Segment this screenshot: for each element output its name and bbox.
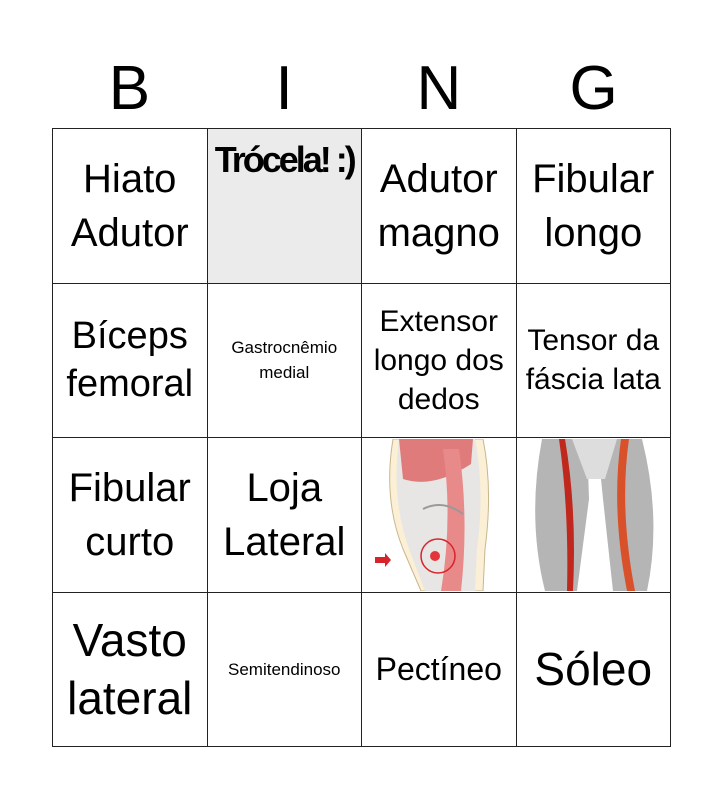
cell-text: Sóleo bbox=[534, 643, 653, 696]
cell-text: Gastrocnêmio medial bbox=[231, 338, 338, 383]
free-space-cell[interactable]: Trócela! :) bbox=[207, 129, 362, 284]
cell-text: Semitendinoso bbox=[228, 659, 341, 679]
cell-text: Fibular longo bbox=[532, 156, 655, 255]
cell-text: Hiato Adutor bbox=[70, 156, 189, 255]
bingo-cell[interactable]: Extensor longo dos dedos bbox=[362, 283, 517, 438]
bingo-cell[interactable]: Fibular curto bbox=[53, 438, 208, 593]
cell-text: Vasto lateral bbox=[67, 614, 193, 725]
bingo-cell[interactable]: Bíceps femoral bbox=[53, 283, 208, 438]
cell-text: Extensor longo dos dedos bbox=[373, 304, 504, 416]
header-letter: B bbox=[108, 54, 151, 123]
header-letter: I bbox=[275, 54, 293, 123]
cell-text: Trócela! :) bbox=[214, 139, 357, 180]
bingo-cell[interactable]: Semitendinoso bbox=[207, 592, 362, 747]
bingo-cell[interactable]: Sóleo bbox=[516, 592, 671, 747]
cell-text: Pectíneo bbox=[375, 650, 502, 687]
cell-text: Adutor magno bbox=[377, 156, 500, 255]
bingo-cell[interactable]: Adutor magno bbox=[362, 129, 517, 284]
cell-text: Loja Lateral bbox=[223, 465, 346, 564]
bingo-cell[interactable]: Tensor da fáscia lata bbox=[516, 283, 671, 438]
leg-muscles-illustration bbox=[517, 438, 670, 591]
bingo-cell[interactable]: Gastrocnêmio medial bbox=[207, 283, 362, 438]
image-cell[interactable] bbox=[362, 438, 517, 593]
bingo-cell[interactable]: Fibular longo bbox=[516, 129, 671, 284]
cell-text: Tensor da fáscia lata bbox=[525, 324, 661, 397]
cell-text: Fibular curto bbox=[68, 465, 191, 564]
cell-text: Bíceps femoral bbox=[66, 315, 194, 406]
bingo-header: B I N G bbox=[52, 50, 671, 128]
header-letter: N bbox=[416, 54, 462, 123]
bingo-cell[interactable]: Vasto lateral bbox=[53, 592, 208, 747]
knee-anatomy-illustration bbox=[362, 438, 515, 591]
bingo-cell[interactable]: Pectíneo bbox=[362, 592, 517, 747]
bingo-cell[interactable]: Hiato Adutor bbox=[53, 129, 208, 284]
bingo-cell[interactable]: Loja Lateral bbox=[207, 438, 362, 593]
image-cell[interactable] bbox=[516, 438, 671, 593]
header-letter: G bbox=[569, 54, 618, 123]
